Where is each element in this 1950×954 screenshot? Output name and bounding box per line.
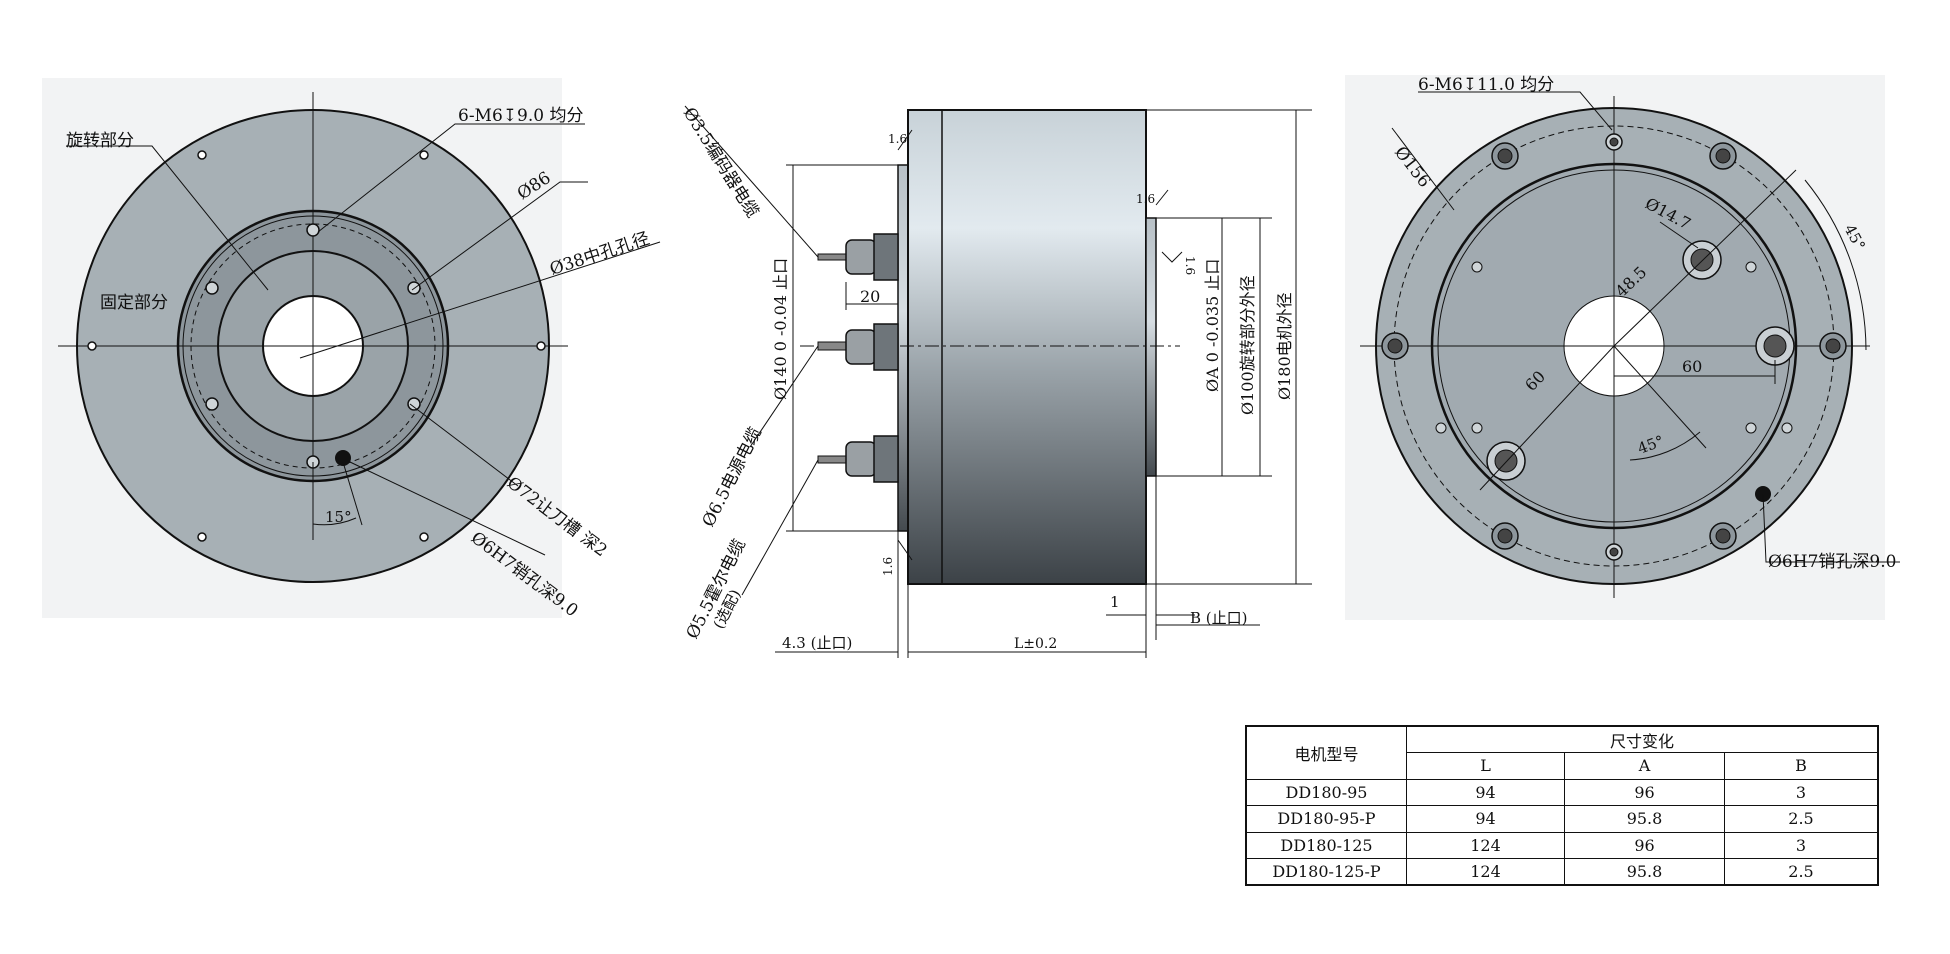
side-dim-4-3: 4.3 (止口) xyxy=(782,634,852,652)
side-right-spigot xyxy=(1145,217,1157,477)
table-row: DD180-125-P 124 95.8 2.5 xyxy=(1245,858,1879,886)
front-outer-holes xyxy=(87,150,546,542)
front-center-hole-label: Ø38中孔孔径 xyxy=(547,229,652,280)
back-pin-hole-label: Ø6H7销孔深9.0 xyxy=(1768,552,1896,572)
table-row: DD180-125 124 96 3 xyxy=(1245,831,1879,859)
side-roughness-top-left: 1.6 xyxy=(888,132,907,146)
front-angle-label: 15° xyxy=(325,508,352,526)
back-glands xyxy=(1486,240,1795,481)
side-dimension-lines xyxy=(684,105,1312,658)
front-pin-hole xyxy=(335,450,351,466)
table-cell-L: 94 xyxy=(1406,778,1565,806)
side-dim-B: B (止口) xyxy=(1190,609,1248,627)
back-thread-label: 6-M6↧11.0 均分 xyxy=(1418,75,1554,95)
table-cell-A: 95.8 xyxy=(1564,858,1725,886)
side-view: Ø3.5编码器电缆 Ø6.5电源电缆 Ø5.5霍尔电缆 (选配) 20 Ø140… xyxy=(679,104,1312,658)
front-fixed-part-label: 固定部分 xyxy=(100,293,168,313)
back-dim-60-horizontal: 60 xyxy=(1682,357,1702,376)
table-cell-A: 96 xyxy=(1564,831,1725,859)
table-cell-A: 95.8 xyxy=(1564,805,1725,833)
table-header-size-change: 尺寸变化 xyxy=(1406,725,1879,753)
side-dim-100: Ø100旋转部分外径 xyxy=(1238,275,1257,415)
table-cell-B: 3 xyxy=(1724,831,1879,859)
table-cell-L: 124 xyxy=(1406,858,1565,886)
front-leaders xyxy=(66,123,661,556)
side-dim-180: Ø180电机外径 xyxy=(1275,292,1294,400)
table-header-L: L xyxy=(1406,752,1565,780)
side-cable-glands xyxy=(817,233,899,483)
dimension-table: 电机型号 尺寸变化 L A B DD180-95 94 96 3 DD180-9… xyxy=(1245,725,1879,886)
table-cell-B: 2.5 xyxy=(1724,805,1879,833)
front-inner-holes xyxy=(205,223,421,469)
side-encoder-cable-label: Ø3.5编码器电缆 xyxy=(679,104,763,221)
table-header-B: B xyxy=(1724,752,1879,780)
front-thread-label: 6-M6↧9.0 均分 xyxy=(458,106,583,126)
table-cell-B: 3 xyxy=(1724,778,1879,806)
side-power-cable-label: Ø6.5电源电缆 xyxy=(699,424,766,530)
table-cell-model: DD180-95-P xyxy=(1245,805,1407,833)
table-cell-A: 96 xyxy=(1564,778,1725,806)
side-dim-140: Ø140 0 -0.04 止口 xyxy=(771,258,790,400)
encoder-gland xyxy=(817,233,899,281)
side-dim-20: 20 xyxy=(860,287,880,306)
table-cell-B: 2.5 xyxy=(1724,858,1879,886)
table-cell-model: DD180-125 xyxy=(1245,831,1407,859)
back-view: 6-M6↧11.0 均分 Ø156 Ø14.7 48.5 60 60 45° 4… xyxy=(1345,75,1900,620)
side-roughness-bottom: 1.6 xyxy=(881,557,895,576)
side-dim-L: L±0.2 xyxy=(1014,636,1057,652)
table-cell-model: DD180-95 xyxy=(1245,778,1407,806)
side-dim-1: 1 xyxy=(1110,593,1120,611)
front-rotating-part-label: 旋转部分 xyxy=(66,131,134,151)
table-row: DD180-95-P 94 95.8 2.5 xyxy=(1245,805,1879,833)
table-cell-model: DD180-125-P xyxy=(1245,858,1407,886)
back-dimension-lines xyxy=(1391,91,1900,563)
hall-gland xyxy=(817,435,899,483)
side-roughness-right: 1.6 xyxy=(1183,256,1197,275)
table-cell-L: 124 xyxy=(1406,831,1565,859)
side-roughness-top-right: 1.6 xyxy=(1136,192,1155,206)
front-view: 旋转部分 固定部分 6-M6↧9.0 均分 Ø86 Ø38中孔孔径 Ø72让刀槽… xyxy=(42,78,661,621)
side-motor-body xyxy=(907,109,1147,585)
table-header-A: A xyxy=(1564,752,1725,780)
table-header-model: 电机型号 xyxy=(1245,725,1407,780)
table-row: DD180-95 94 96 3 xyxy=(1245,778,1879,806)
power-gland xyxy=(817,323,899,371)
side-dim-A: ØA 0 -0.035 止口 xyxy=(1203,259,1222,392)
back-outer-holes xyxy=(1381,133,1847,561)
table-cell-L: 94 xyxy=(1406,805,1565,833)
